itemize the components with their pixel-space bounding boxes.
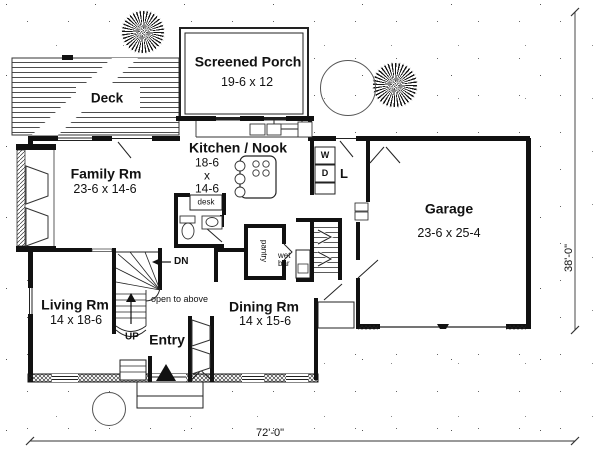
- room-dims-kitchen-3: 14-6: [194, 181, 220, 196]
- room-label-entry: Entry: [149, 331, 185, 348]
- room-dims-kitchen-2: x: [204, 168, 210, 183]
- room-dims-living: 14 x 18-6: [49, 313, 103, 328]
- dimension-width-label: 72'-0": [255, 426, 285, 439]
- tree-icon: [121, 10, 165, 54]
- wet-bar-label: wet bar: [278, 251, 291, 269]
- shrub-icon: [320, 60, 376, 116]
- room-label-family: Family Rm: [70, 165, 142, 182]
- room-label-screened-porch: Screened Porch: [194, 53, 302, 70]
- room-label-kitchen: Kitchen / Nook: [188, 139, 288, 156]
- stair-down-label: DN: [174, 256, 189, 267]
- shrub-icon: [92, 392, 126, 426]
- room-dims-kitchen-1: 18-6: [194, 155, 220, 170]
- room-label-garage: Garage: [424, 200, 474, 217]
- room-label-deck: Deck: [90, 90, 124, 106]
- dryer-label: D: [321, 168, 329, 179]
- room-label-dining: Dining Rm: [229, 298, 299, 315]
- pantry-label: pantry: [259, 239, 269, 263]
- laundry-label: L: [340, 165, 348, 181]
- washer-label: W: [320, 150, 330, 161]
- room-dims-dining: 14 x 15-6: [238, 314, 292, 329]
- desk-label: desk: [197, 197, 215, 207]
- room-label-living: Living Rm: [41, 296, 109, 313]
- room-dims-screened-porch: 19-6 x 12: [220, 75, 274, 90]
- stair-up-label: UP: [125, 331, 139, 343]
- dimension-depth-label: 38'-0": [562, 243, 575, 273]
- tree-icon: [372, 62, 418, 108]
- room-dims-family: 23-6 x 14-6: [73, 182, 137, 197]
- open-to-above-label: open to above: [151, 294, 209, 304]
- room-dims-garage: 23-6 x 25-4: [417, 226, 481, 241]
